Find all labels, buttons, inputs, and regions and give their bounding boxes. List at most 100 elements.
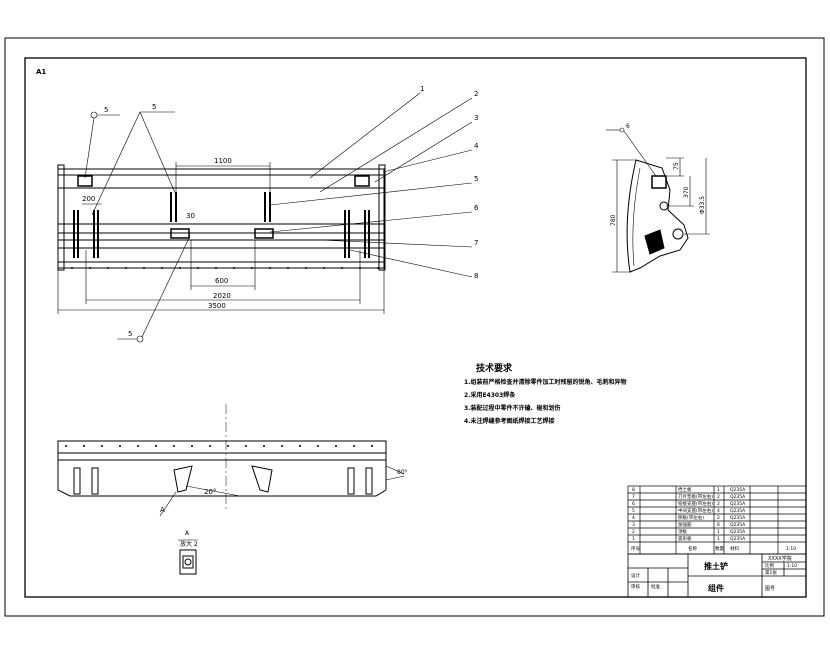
bom-no: 4 (632, 515, 635, 521)
part-number-4: 4 (474, 142, 479, 150)
bom-no: 6 (632, 501, 635, 507)
title-dwg-label: 图号 (765, 586, 775, 592)
dim-3500: 3500 (208, 302, 226, 310)
plan-arrow-label: A (160, 506, 165, 514)
title-check-label: 审核 (631, 583, 640, 590)
bom-no: 5 (632, 508, 635, 514)
tech-requirements: 技术要求 1.组装前严格检查并清除零件加工时残留的锐角、毛刺和异物 2.采用E4… (464, 362, 626, 425)
blade-profile (626, 159, 689, 273)
bom-qty: 4 (717, 508, 720, 514)
tech-item-1: 1.组装前严格检查并清除零件加工时残留的锐角、毛刺和异物 (464, 378, 626, 386)
bom-no: 1 (632, 536, 635, 542)
bom-qty: 2 (717, 494, 720, 500)
bom-header-material: 材料 (730, 545, 739, 552)
weld-leaders (84, 111, 191, 343)
bom-header-name: 名称 (688, 545, 697, 552)
weld-symbol-3: 5 (128, 330, 132, 338)
bom-header-no: 序号 (631, 545, 640, 552)
plan-top-strip (57, 440, 387, 454)
bom-material: Q235A (730, 494, 746, 500)
hinge-left (170, 228, 190, 239)
bom-qty: 1 (717, 529, 720, 535)
section-title-1: A (185, 530, 190, 537)
bom-name: 刀片垫板(带左右) (678, 493, 713, 500)
tech-item-4: 4.未注焊缝参考图纸焊接工艺焊接 (464, 417, 554, 425)
bom-header-ratio: 1:10 (786, 546, 796, 552)
dim-780: 780 (610, 214, 617, 226)
title-design-label: 设计 (631, 572, 640, 579)
title-drawing-type: 组件 (708, 583, 724, 593)
side-weld-symbol: 6 (626, 123, 630, 130)
plan-angle: 20° (204, 488, 216, 496)
bom-qty: 2 (717, 515, 720, 521)
part-number-7: 7 (474, 239, 478, 247)
front-dimensions (57, 162, 385, 314)
bom-name: 弧形板 (678, 535, 692, 542)
outer-border (4, 37, 825, 617)
bom-no: 8 (632, 487, 635, 493)
part-callout-leaders (269, 92, 473, 278)
weld-symbol-1: 5 (104, 106, 108, 114)
dim-75: 75 (673, 162, 680, 170)
bom-qty: 1 (717, 536, 720, 542)
side-dimensions (606, 127, 710, 273)
bom-no: 3 (632, 522, 635, 528)
plan-slope: 80° (397, 469, 408, 476)
bom-qty: 6 (717, 522, 720, 528)
bom-name: 侧板(带左右) (678, 514, 704, 521)
bom-rows: 8 挡土板 1 Q235A 7 刀片垫板(带左右) 2 Q235A 6 铰接支座… (631, 486, 796, 552)
title-scale-label: 比例 (765, 562, 774, 569)
dim-30: 30 (186, 212, 195, 220)
dim-370: 370 (683, 186, 690, 198)
bom-material: Q235A (730, 529, 746, 535)
hinge-right (254, 228, 274, 239)
bom-material: Q235A (730, 487, 746, 493)
dim-600: 600 (215, 277, 228, 285)
part-number-3: 3 (474, 114, 478, 122)
bom-no: 2 (632, 529, 635, 535)
bom-header-qty: 数量 (715, 545, 724, 552)
title-block (627, 553, 807, 598)
bom-material: Q235A (730, 536, 746, 542)
bom-material: Q235A (730, 501, 746, 507)
dim-2020: 2020 (213, 292, 231, 300)
weld-symbol-2: 5 (152, 103, 156, 111)
dim-200: 200 (82, 195, 95, 203)
part-number-6: 6 (474, 204, 479, 212)
part-number-8: 8 (474, 272, 478, 280)
dim-1100: 1100 (214, 157, 232, 165)
bom-table (627, 485, 807, 555)
inner-border (24, 57, 807, 598)
bom-qty: 2 (717, 501, 720, 507)
blade-outline (57, 168, 385, 269)
bom-material: Q235A (730, 508, 746, 514)
title-company: XXXX学院 (768, 555, 792, 562)
title-scale: 1:10 (787, 563, 797, 569)
bom-name: 铰接支座(带左右) (678, 500, 713, 507)
part-number-5: 5 (474, 175, 478, 183)
left-side-plate (57, 164, 65, 271)
bom-name: 加强筋 (678, 521, 692, 528)
section-detail: A 放大 2 (178, 530, 198, 575)
title-sheet-label: 第1张 (765, 569, 777, 576)
tech-item-3: 3.装配过程中零件不许磕、碰和划伤 (464, 404, 560, 412)
upper-right-bracket (354, 175, 370, 187)
front-view: 1100 200 30 600 2020 3500 5 5 5 1 2 (57, 85, 479, 343)
bom-no: 7 (632, 494, 635, 500)
side-upper-bracket (651, 175, 667, 189)
dim-633: Φ33.5 (699, 196, 706, 214)
part-number-1: 1 (420, 85, 424, 93)
sheet-corner-label: A1 (36, 68, 46, 76)
bom-name: 顶板 (678, 528, 687, 535)
reinforcement-ribs (73, 192, 370, 258)
plan-view: 20° 80° A (57, 404, 408, 517)
bom-name: 中间支座(带左右) (678, 507, 713, 514)
side-view: 6 75 370 Φ33.5 780 (606, 123, 710, 273)
section-outline (179, 549, 197, 575)
part-number-2: 2 (474, 90, 478, 98)
title-part-name: 推土铲 (704, 561, 728, 571)
bom-material: Q235A (730, 522, 746, 528)
bom-material: Q235A (730, 515, 746, 521)
title-approve-label: 批准 (651, 583, 660, 590)
